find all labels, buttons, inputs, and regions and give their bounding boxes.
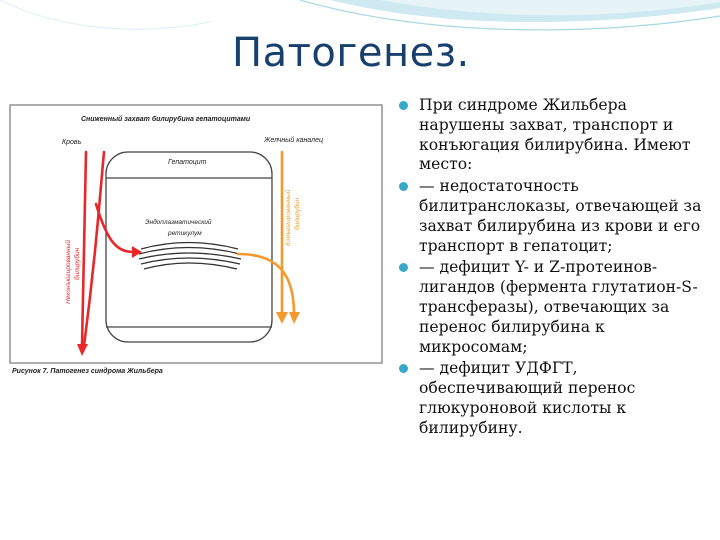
hepatocyte-membrane: [105, 151, 273, 343]
bullet-dot-icon: [399, 364, 408, 374]
unconjugated-label-line2: билирубин: [73, 247, 81, 280]
bile-duct-label: Желчный каналец: [263, 136, 323, 144]
hepatocyte-label: Гепатоцит: [168, 159, 207, 166]
blood-label: Кровь: [62, 139, 82, 146]
bullet-item: — дефицит УДФГТ, обеспечивающий перенос …: [392, 359, 712, 438]
bullet-text: — дефицит УДФГТ, обеспечивающий перенос …: [419, 359, 636, 437]
er-label-line2: ретикулум: [167, 230, 202, 237]
endoplasmic-reticulum: [138, 241, 242, 270]
er-label-line1: Эндоплазматический: [145, 218, 212, 226]
gilbert-pathogenesis-diagram: Сниженный захват билирубина гепатоцитами…: [9, 104, 383, 375]
header-swoosh-decoration: [0, 0, 720, 31]
figure-frame: [9, 104, 383, 364]
unconjugated-bilirubin-flow: [80, 150, 136, 348]
bullet-item: — недостаточность билитранслоказы, отвеч…: [392, 177, 712, 256]
bullet-dot-icon: [399, 263, 408, 273]
unconjugated-label-line1: Неконъюгированный: [64, 240, 72, 304]
bullet-text: — недостаточность билитранслоказы, отвеч…: [419, 177, 702, 255]
bullet-text: — дефицит Y- и Z-протеинов-лигандов (фер…: [419, 258, 698, 356]
bullet-item: При синдроме Жильбера нарушены захват, т…: [392, 96, 712, 175]
bullet-dot-icon: [399, 101, 408, 110]
conjugated-label-line2: билирубин: [293, 197, 301, 230]
conjugated-bilirubin-flow: [236, 150, 296, 316]
figure-caption: Рисунок 7. Патогенез синдрома Жильбера: [12, 367, 163, 375]
figure-header: Сниженный захват билирубина гепатоцитами: [81, 115, 251, 123]
bullet-list: При синдроме Жильбера нарушены захват, т…: [392, 96, 712, 441]
conjugated-label-line1: Конъюгированный: [284, 189, 292, 246]
bullet-text: При синдроме Жильбера нарушены захват, т…: [419, 96, 691, 174]
slide-title: Патогенез.: [232, 30, 470, 76]
bullet-dot-icon: [399, 182, 408, 192]
bullet-item: — дефицит Y- и Z-протеинов-лигандов (фер…: [392, 258, 712, 357]
